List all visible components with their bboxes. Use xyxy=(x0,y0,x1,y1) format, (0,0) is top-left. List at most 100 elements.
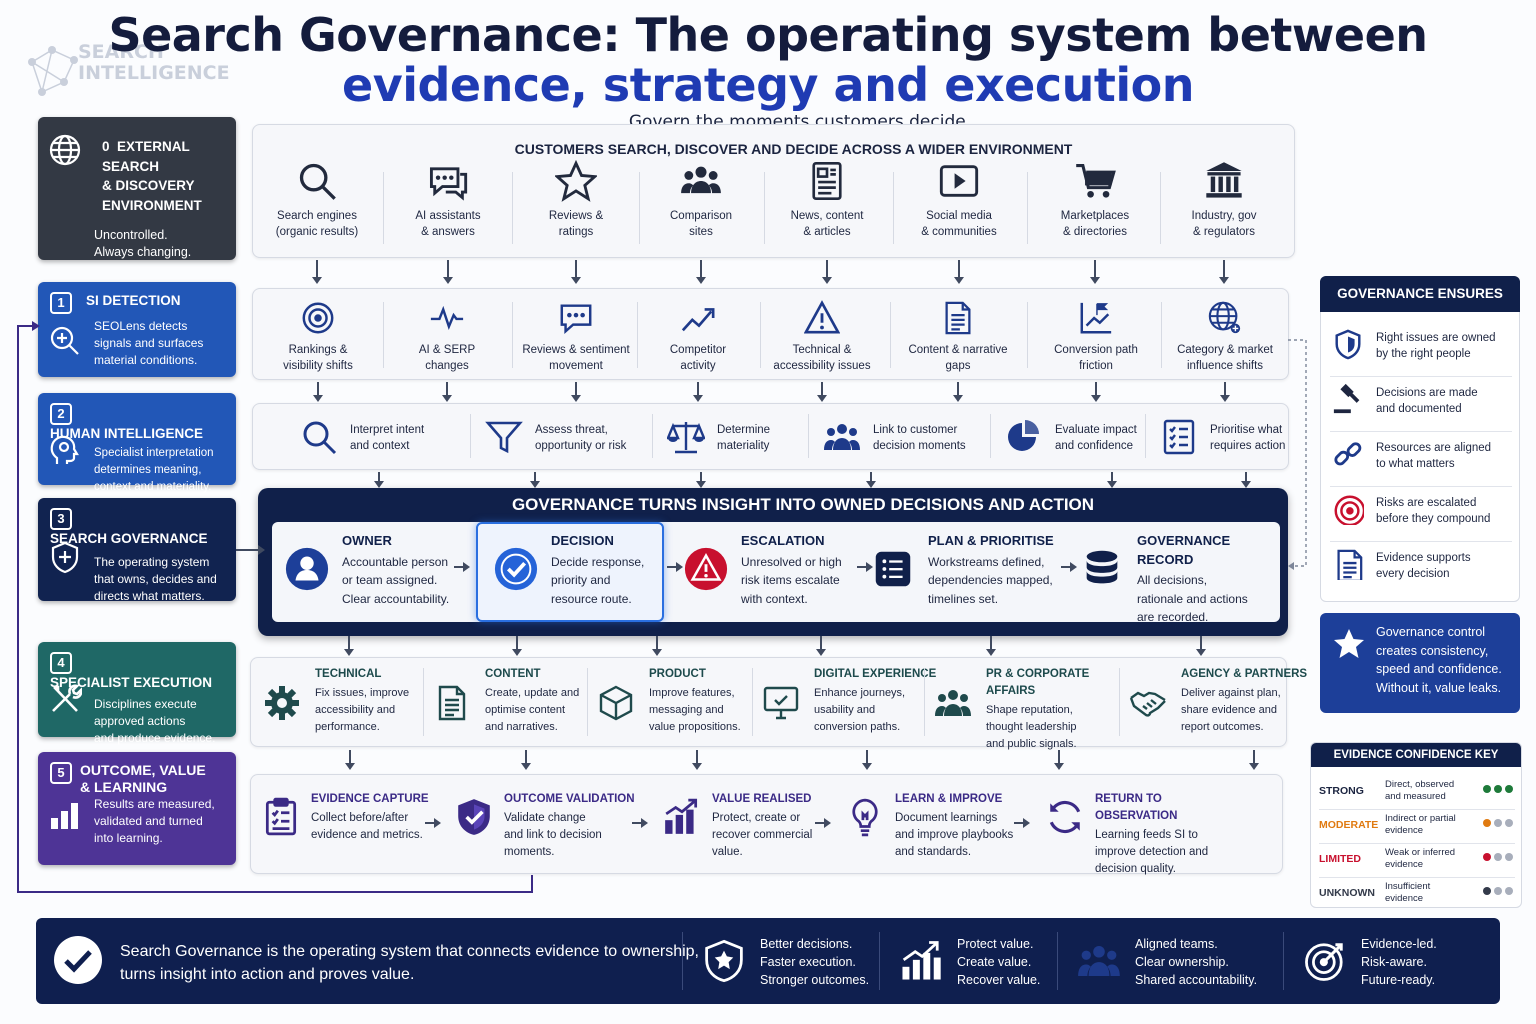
team-icon xyxy=(1078,945,1120,977)
flow-arrow xyxy=(986,636,996,656)
divider xyxy=(808,414,809,458)
page-title: Search Governance: The operating system … xyxy=(108,8,1428,62)
flow-arrow xyxy=(817,382,827,402)
text-line: movement xyxy=(549,360,603,372)
text-line: moments. xyxy=(504,846,555,858)
key-desc: evidence xyxy=(1385,893,1424,904)
flow-arrow xyxy=(1241,472,1251,488)
stage-desc: into learning. xyxy=(94,831,163,845)
divider xyxy=(764,172,765,244)
text-line: and improve playbooks xyxy=(895,829,1014,841)
divider xyxy=(512,172,513,244)
confidence-dot xyxy=(1494,853,1502,861)
document-icon xyxy=(945,301,971,335)
text-line: gaps xyxy=(945,360,971,372)
flow-arrow xyxy=(374,472,384,488)
text-line: decision quality. xyxy=(1095,863,1176,875)
check-circle-icon xyxy=(494,547,538,591)
environment-item: Search engines(organic results) xyxy=(255,160,379,240)
flow-arrow xyxy=(454,562,470,572)
flow-arrow xyxy=(816,636,826,656)
flow-arrow xyxy=(632,818,648,828)
divider xyxy=(1027,172,1028,244)
text-line: and context xyxy=(350,440,410,452)
shield-plus-icon xyxy=(51,541,79,574)
text-line: Enhance journeys, xyxy=(814,687,906,699)
text-line: Conversion path xyxy=(1054,344,1138,356)
people-icon xyxy=(935,690,971,716)
divider xyxy=(879,932,880,990)
text-line: value. xyxy=(712,846,743,858)
text-line: Competitor xyxy=(669,344,727,356)
key-desc: and measured xyxy=(1385,791,1446,802)
key-label: UNKNOWN xyxy=(1319,887,1375,899)
text-line: Clear accountability. xyxy=(342,591,450,606)
footer-benefit: Evidence-led.Risk-aware.Future-ready. xyxy=(1305,935,1511,989)
text-line: visibility shifts xyxy=(283,360,353,372)
text-line: Learning feeds SI to xyxy=(1095,829,1198,841)
network-logo-icon xyxy=(28,46,78,96)
text-line: Social media xyxy=(926,210,992,222)
stage-desc: Uncontrolled. xyxy=(94,228,168,242)
text-line: & answers xyxy=(421,226,475,238)
feedback-loop-line xyxy=(17,321,533,893)
text-line: decision moments xyxy=(873,440,966,452)
text-line: Create, update and xyxy=(485,687,580,699)
connector-arrow xyxy=(236,545,265,555)
divider xyxy=(682,932,683,990)
text-line: messaging and xyxy=(649,704,724,716)
text-line: Deliver against plan, xyxy=(1181,687,1281,699)
flow-arrow xyxy=(530,472,540,488)
text-line: Decide response, xyxy=(551,554,645,569)
divider xyxy=(1319,877,1515,878)
divider xyxy=(1160,302,1162,368)
search-plus-icon xyxy=(50,326,79,355)
control-line: Without it, value leaks. xyxy=(1376,680,1502,695)
stage-title: OUTCOME, VALUE xyxy=(80,762,206,778)
text-line: priority and xyxy=(551,573,611,587)
outcome-item-title: EVIDENCE CAPTURE xyxy=(311,793,429,805)
target-icon xyxy=(302,302,334,334)
text-line: AI assistants xyxy=(415,210,481,222)
pulse-icon xyxy=(430,305,464,331)
execution-item-title: PRODUCT xyxy=(649,668,706,680)
flow-arrow xyxy=(521,750,531,770)
text-line: Stronger outcomes. xyxy=(760,973,870,987)
stage-desc: approved actions xyxy=(94,714,186,728)
governance-step-title: GOVERNANCE RECORD xyxy=(1137,533,1231,567)
environment-item: Marketplaces& directories xyxy=(1033,160,1157,240)
stage-desc: determines meaning, xyxy=(94,464,202,476)
stage-desc: SEOLens detects xyxy=(94,319,188,333)
footer-benefit: Aligned teams.Clear ownership.Shared acc… xyxy=(1078,935,1285,989)
funnel-icon xyxy=(485,421,523,454)
play-icon xyxy=(939,165,979,197)
magnifier-icon xyxy=(299,163,336,200)
text-line: & regulators xyxy=(1192,226,1255,238)
stage-number: 1 xyxy=(50,292,72,314)
text-line: Comparison xyxy=(670,210,732,222)
text-line: are recorded. xyxy=(1137,610,1209,624)
text-line: Link to customer xyxy=(873,424,958,436)
divider xyxy=(1145,414,1146,458)
detection-item: Rankings &visibility shifts xyxy=(252,300,384,374)
environment-item: Reviews &ratings xyxy=(514,160,638,240)
handshake-icon xyxy=(1129,691,1166,717)
text-line: value propositions. xyxy=(649,721,741,733)
logo-line-2: INTELLIGENCE xyxy=(78,62,230,84)
text-line: Evidence supports xyxy=(1376,552,1471,564)
cube-icon xyxy=(599,685,633,721)
tools-icon xyxy=(52,684,82,712)
flow-arrow xyxy=(345,750,355,770)
text-line: Evaluate impact xyxy=(1055,424,1137,436)
gavel-icon xyxy=(1333,383,1360,414)
